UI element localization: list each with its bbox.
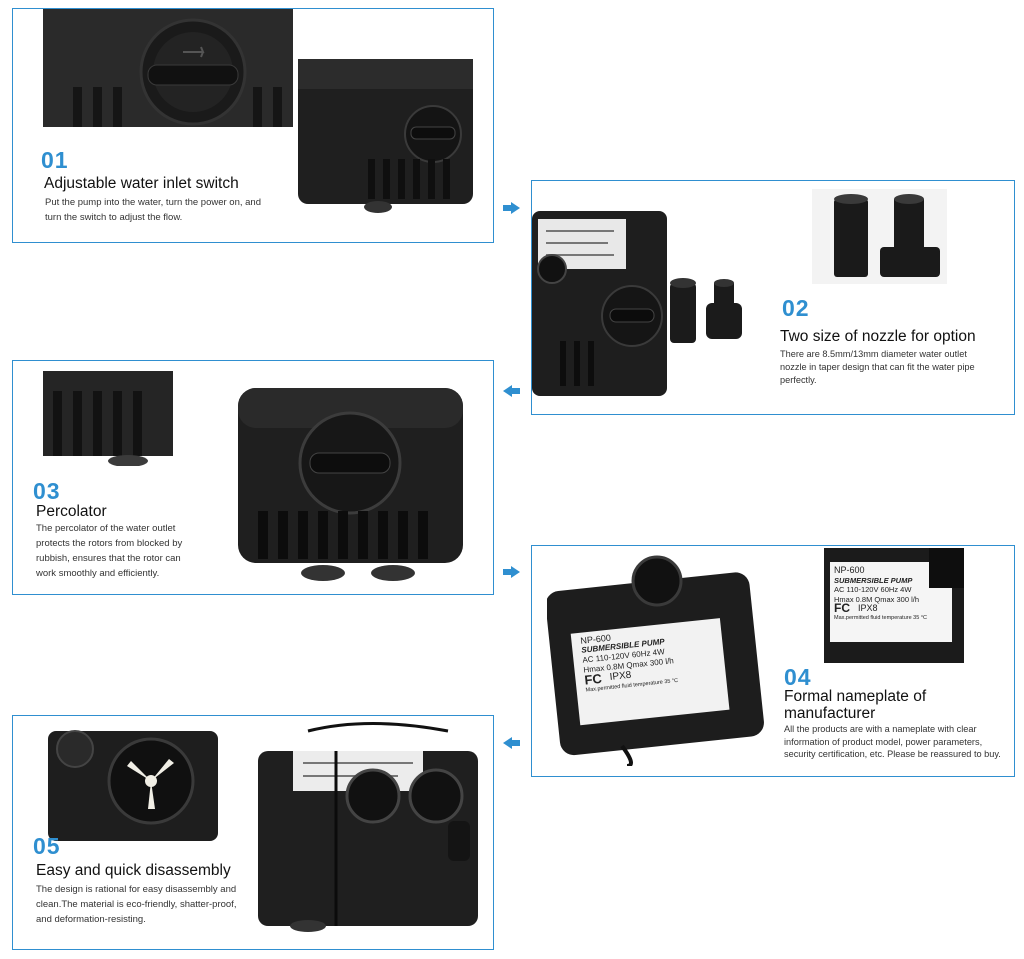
nameplate-rating: IPX8 [858,603,878,613]
nameplate-note: Max.permitted fluid temperature 35 °C [834,614,927,621]
feature-number: 04 [784,664,812,690]
nameplate-label: NP-600 SUBMERSIBLE PUMP AC 110-120V 60Hz… [580,621,734,722]
nameplate-flow: Hmax 0.8M Qmax 300 l/h [834,594,920,604]
arrow-right-icon [503,202,520,214]
arrow-right-icon [503,566,520,578]
feature-panel-05: 05 Easy and quick disassembly The design… [12,715,494,950]
feature-title: Percolator [36,503,107,520]
pump-front-image [238,388,463,581]
pump-with-nozzles-image [532,211,742,396]
nameplate-closeup-image [824,548,964,663]
nozzle-pair-image [812,189,947,284]
feature-title: Formal nameplate of manufacturer [784,688,927,722]
feature-description: The design is rational for easy disassem… [36,884,237,925]
pump-switch-closeup-image [43,9,293,127]
feature-panel-02: 02 Two size of nozzle for option There a… [531,180,1015,415]
nameplate-model: NP-600 [834,565,865,575]
percolator-closeup-image [43,371,173,466]
fc-mark: FC [834,601,850,615]
arrow-left-icon [503,737,520,749]
feature-description: All the products are with a nameplate wi… [784,724,1001,759]
feature-title: Two size of nozzle for option [780,328,976,345]
impeller-closeup-image [48,730,218,841]
feature-description: The percolator of the water outlet prote… [36,523,183,579]
arrow-left-icon [503,385,520,397]
pump-nameplate-image [547,555,764,766]
pump-side-image [258,722,478,932]
feature-title: Adjustable water inlet switch [44,175,239,192]
feature-title: Easy and quick disassembly [36,862,231,879]
feature-number: 03 [33,478,61,504]
feature-number: 05 [33,833,61,859]
nameplate-power: AC 110-120V 60Hz 4W [834,585,912,594]
nameplate-closeup-label: NP-600 SUBMERSIBLE PUMP AC 110-120V 60Hz… [834,565,952,623]
nameplate-type: SUBMERSIBLE PUMP [834,575,913,585]
feature-number: 01 [41,147,69,173]
feature-description: There are 8.5mm/13mm diameter water outl… [780,349,975,385]
feature-description: Put the pump into the water, turn the po… [45,197,261,223]
feature-panel-04: NP-600 SUBMERSIBLE PUMP AC 110-120V 60Hz… [531,545,1015,777]
pump-body-image [298,59,473,213]
feature-panel-01: 01 Adjustable water inlet switch Put the… [12,8,494,243]
feature-panel-03: 03 Percolator The percolator of the wate… [12,360,494,595]
feature-number: 02 [782,295,810,321]
